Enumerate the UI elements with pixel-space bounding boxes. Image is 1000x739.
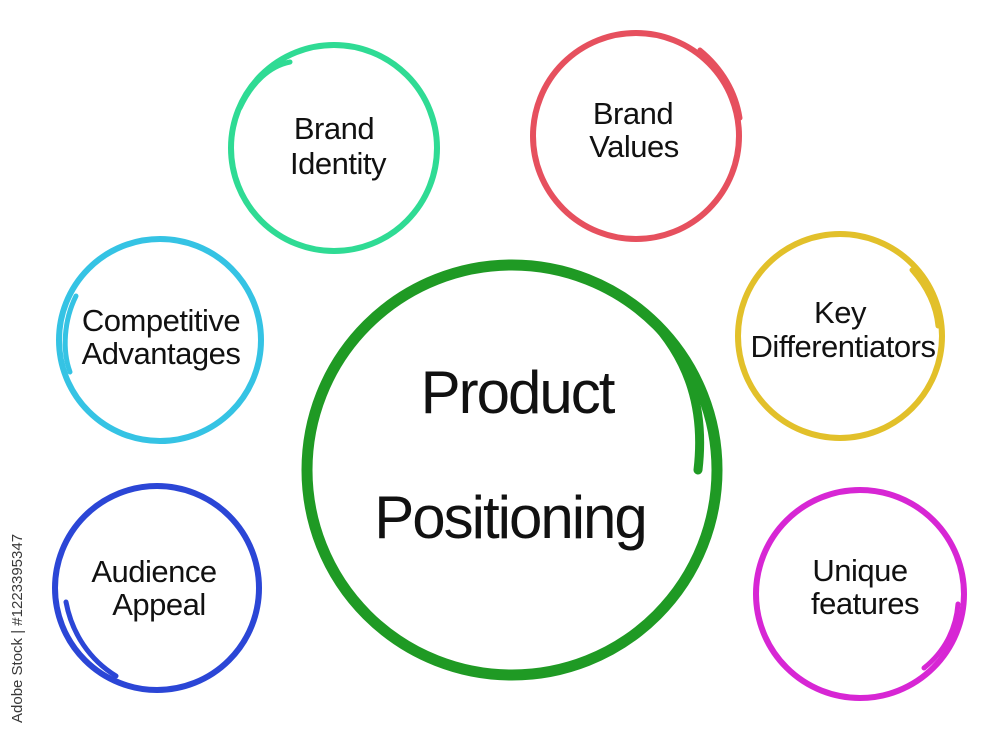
node-label-line2: Identity bbox=[290, 146, 387, 181]
node-ring bbox=[52, 483, 262, 693]
node-label-line1: Key bbox=[814, 295, 867, 330]
node-key-differentiators: Key Differentiators bbox=[735, 231, 945, 441]
watermark-text: Adobe Stock | #1223395347 bbox=[9, 533, 26, 723]
node-ring-overlap bbox=[921, 601, 961, 671]
node-brand-identity: Brand Identity bbox=[228, 42, 440, 254]
node-label-line2: Advantages bbox=[82, 336, 241, 371]
node-ring bbox=[753, 487, 967, 701]
center-ring bbox=[301, 259, 723, 681]
stock-watermark: Adobe Stock | #1223395347 bbox=[7, 495, 27, 725]
node-brand-values: Brand Values bbox=[530, 30, 743, 242]
node-ring bbox=[56, 236, 264, 444]
node-audience-appeal: Audience Appeal bbox=[52, 483, 262, 693]
node-label-line1: Unique bbox=[812, 553, 907, 588]
node-label-line1: Brand bbox=[294, 111, 374, 146]
node-label-line2: features bbox=[811, 586, 919, 621]
node-ring-overlap bbox=[909, 267, 941, 329]
node-ring-overlap bbox=[237, 59, 293, 111]
node-ring-overlap bbox=[63, 599, 119, 679]
node-label-line2: Appeal bbox=[112, 587, 206, 622]
center-node: Product Positioning bbox=[301, 259, 723, 681]
node-label-line2: Values bbox=[589, 129, 679, 164]
center-ring-overlap bbox=[645, 313, 705, 475]
node-ring bbox=[530, 30, 742, 242]
node-label-line1: Competitive bbox=[82, 303, 240, 338]
node-competitive-advantages: Competitive Advantages bbox=[56, 236, 264, 444]
node-ring bbox=[735, 231, 945, 441]
node-label-line2: Differentiators bbox=[751, 329, 936, 364]
center-label-line1: Product bbox=[421, 359, 616, 426]
node-ring-overlap bbox=[62, 293, 79, 375]
node-label-line1: Brand bbox=[593, 96, 673, 131]
center-label-line2: Positioning bbox=[374, 484, 646, 551]
node-unique-features: Unique features bbox=[753, 487, 967, 701]
node-ring-overlap bbox=[697, 47, 743, 121]
node-label-line1: Audience bbox=[91, 554, 216, 589]
node-ring bbox=[228, 42, 440, 254]
